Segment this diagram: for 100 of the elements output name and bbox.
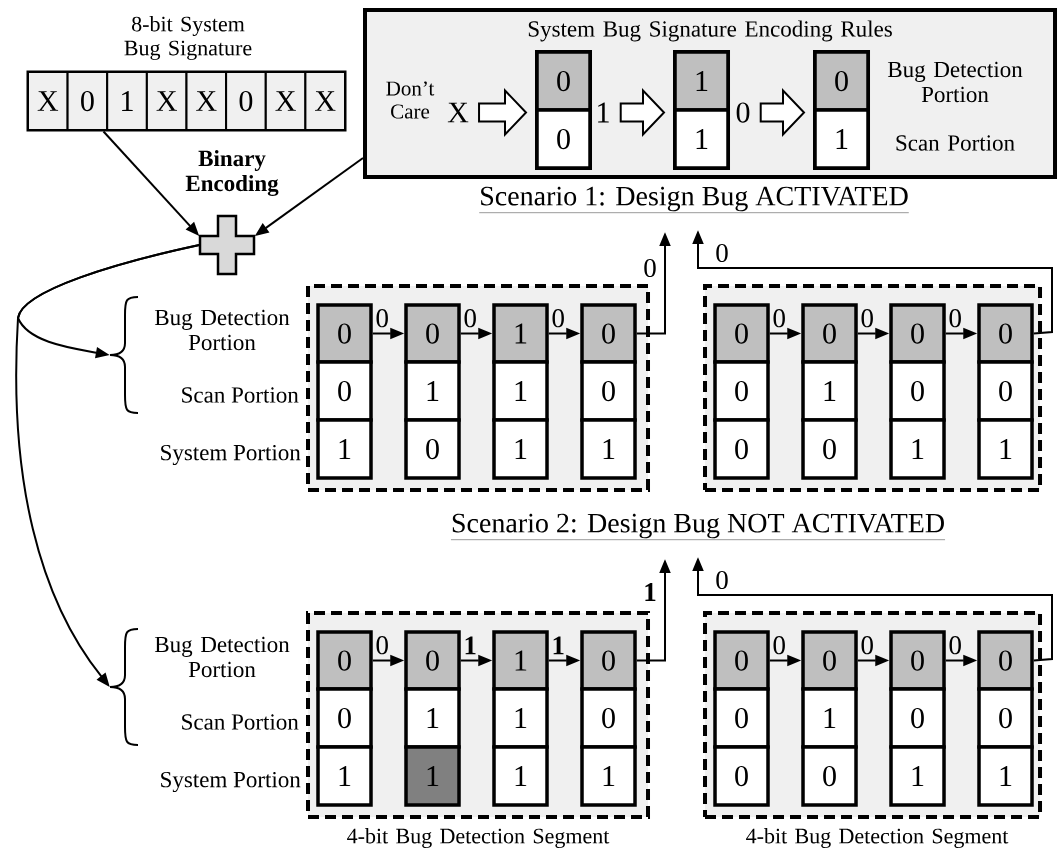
bit-cell: 0 bbox=[713, 360, 770, 422]
edge-label: 1 bbox=[642, 582, 658, 602]
edge-label: 0 bbox=[947, 308, 963, 329]
bit-cell: 0 bbox=[316, 303, 373, 364]
edge-label: 0 bbox=[771, 635, 787, 656]
bit-cell: 1 bbox=[404, 360, 461, 422]
bit-cell: 0 bbox=[404, 630, 461, 691]
bit-cell: 1 bbox=[813, 108, 870, 170]
bit-cell: 1 bbox=[404, 745, 461, 807]
label-text: Bug Detection Portion bbox=[154, 309, 290, 351]
bit-cell: 1 bbox=[889, 418, 946, 480]
symbol-text: 1 bbox=[598, 102, 609, 123]
bit-cell: 0 bbox=[535, 108, 592, 170]
bit-cell: 0 bbox=[580, 630, 637, 691]
bit-cell: 1 bbox=[492, 418, 549, 480]
side-note: Don’t Care bbox=[386, 81, 435, 119]
bit-cell: 0 bbox=[801, 418, 858, 480]
bit-cell: 1 bbox=[801, 360, 858, 422]
plus-symbol bbox=[198, 214, 256, 276]
bit-cell: 0 bbox=[580, 303, 637, 364]
block-arrow bbox=[619, 88, 666, 137]
label-text: System Portion bbox=[161, 444, 301, 466]
bit-cell: 1 bbox=[580, 418, 637, 480]
bit-cell: 1 bbox=[492, 745, 549, 807]
bit-cell: 0 bbox=[713, 418, 770, 480]
caption-text: Binary Encoding bbox=[185, 150, 279, 197]
edge-label: 0 bbox=[642, 257, 658, 279]
label-text: Bug Detection Portion bbox=[154, 636, 290, 678]
bit-cell: X bbox=[185, 71, 228, 131]
scenario-heading: Scenario 2: Design Bug NOT ACTIVATED bbox=[450, 513, 946, 540]
label-text: System Portion bbox=[161, 771, 301, 793]
bit-cell: 0 bbox=[889, 630, 946, 691]
bit-cell: 0 bbox=[713, 687, 770, 749]
bit-cell: 1 bbox=[801, 687, 858, 749]
bit-cell: 0 bbox=[316, 687, 373, 749]
bit-cell: 1 bbox=[404, 687, 461, 749]
register-title: 8-bit System Bug Signature bbox=[124, 16, 252, 60]
bit-cell: 1 bbox=[492, 360, 549, 422]
bit-cell: 0 bbox=[977, 360, 1034, 422]
bit-cell: 1 bbox=[316, 745, 373, 807]
bit-cell: 1 bbox=[673, 108, 730, 170]
bit-cell: 1 bbox=[977, 745, 1034, 807]
bit-cell: 0 bbox=[801, 745, 858, 807]
bit-cell: 0 bbox=[801, 303, 858, 364]
symbol-text: 0 bbox=[736, 102, 750, 123]
bit-cell: 0 bbox=[801, 630, 858, 691]
bit-cell: 0 bbox=[580, 687, 637, 749]
label-text: Scan Portion bbox=[182, 714, 299, 730]
bit-cell: 0 bbox=[977, 303, 1034, 364]
bit-cell: 0 bbox=[977, 687, 1034, 749]
bit-cell: 1 bbox=[492, 303, 549, 364]
bit-cell: 1 bbox=[580, 745, 637, 807]
curly-brace bbox=[109, 296, 139, 414]
label-text: Bug Detection Portion bbox=[887, 61, 1023, 103]
bit-cell: 1 bbox=[977, 418, 1034, 480]
edge-label: 0 bbox=[859, 308, 875, 329]
bit-cell: 0 bbox=[225, 71, 267, 131]
edge-label: 1 bbox=[550, 635, 566, 656]
bit-cell: 0 bbox=[316, 360, 373, 422]
side-note: 4-bit Bug Detection Segment bbox=[347, 828, 610, 848]
bit-cell: 0 bbox=[535, 50, 592, 112]
edge-label: 0 bbox=[374, 308, 390, 329]
bit-cell: 0 bbox=[404, 303, 461, 364]
bit-cell: 1 bbox=[889, 745, 946, 807]
panel-title: System Bug Signature Encoding Rules bbox=[528, 20, 892, 42]
bit-cell: 0 bbox=[813, 50, 870, 112]
edge-label: 0 bbox=[947, 635, 963, 656]
bit-cell: 0 bbox=[713, 303, 770, 364]
curly-brace bbox=[109, 628, 139, 746]
bit-cell: 0 bbox=[580, 360, 637, 422]
bit-cell: 0 bbox=[977, 630, 1034, 691]
bit-cell: 0 bbox=[713, 745, 770, 807]
bit-cell: X bbox=[264, 71, 307, 131]
block-arrow bbox=[478, 88, 528, 137]
scenario-heading: Scenario 1: Design Bug ACTIVATED bbox=[479, 186, 909, 213]
bit-cell: 1 bbox=[492, 630, 549, 691]
block-arrow bbox=[759, 88, 806, 137]
edge-label: 0 bbox=[714, 242, 730, 264]
label-text: Scan Portion bbox=[896, 135, 1015, 151]
bit-cell: 1 bbox=[492, 687, 549, 749]
edge-label: 0 bbox=[714, 569, 730, 591]
bit-cell: 0 bbox=[889, 360, 946, 422]
bit-cell: X bbox=[304, 71, 346, 131]
symbol-text: X bbox=[447, 102, 469, 123]
bit-cell: 0 bbox=[713, 630, 770, 691]
edge-label: 0 bbox=[374, 635, 390, 656]
bit-cell: 0 bbox=[66, 71, 109, 131]
bit-cell: 0 bbox=[889, 687, 946, 749]
bit-cell: 1 bbox=[673, 50, 730, 112]
bit-cell: 1 bbox=[106, 71, 148, 131]
edge-label: 0 bbox=[771, 308, 787, 329]
edge-label: 0 bbox=[462, 308, 478, 329]
bit-cell: X bbox=[145, 71, 188, 131]
edge-label: 1 bbox=[462, 635, 478, 656]
edge-label: 0 bbox=[550, 308, 566, 329]
bit-cell: 0 bbox=[316, 630, 373, 691]
side-note: 4-bit Bug Detection Segment bbox=[746, 828, 1009, 848]
bit-cell: 0 bbox=[404, 418, 461, 480]
edge-label: 0 bbox=[859, 635, 875, 656]
bit-cell: 0 bbox=[889, 303, 946, 364]
